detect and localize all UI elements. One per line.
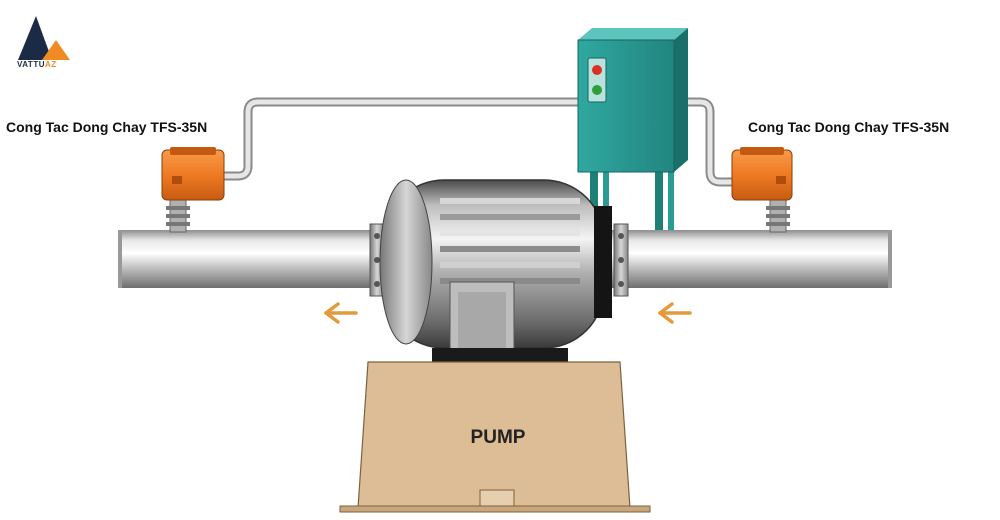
- arrow-left-icon: [658, 302, 692, 324]
- flow-switch-right: [731, 147, 793, 233]
- logo-text-accent: AZ: [44, 60, 57, 69]
- vattuaz-logo: [18, 16, 70, 60]
- pipe-left: [118, 230, 388, 288]
- flow-switch-left: [161, 147, 225, 233]
- flow-switch-left-label: Cong Tac Dong Chay TFS-35N: [6, 119, 208, 135]
- logo-text: VATTUAZ: [17, 60, 57, 69]
- flange-right: [613, 223, 629, 297]
- pump-base: PUMP: [339, 361, 651, 513]
- pump-label: PUMP: [471, 427, 526, 448]
- flow-switch-right-label: Cong Tac Dong Chay TFS-35N: [748, 119, 950, 135]
- arrow-left-icon: [324, 302, 358, 324]
- control-box: [577, 28, 688, 173]
- logo-text-main: VATTU: [17, 60, 45, 69]
- red-light-icon: [592, 65, 602, 75]
- green-light-icon: [592, 85, 602, 95]
- pipe-right: [612, 230, 892, 288]
- signal-cable: [217, 97, 743, 187]
- pump-motor: [379, 179, 612, 375]
